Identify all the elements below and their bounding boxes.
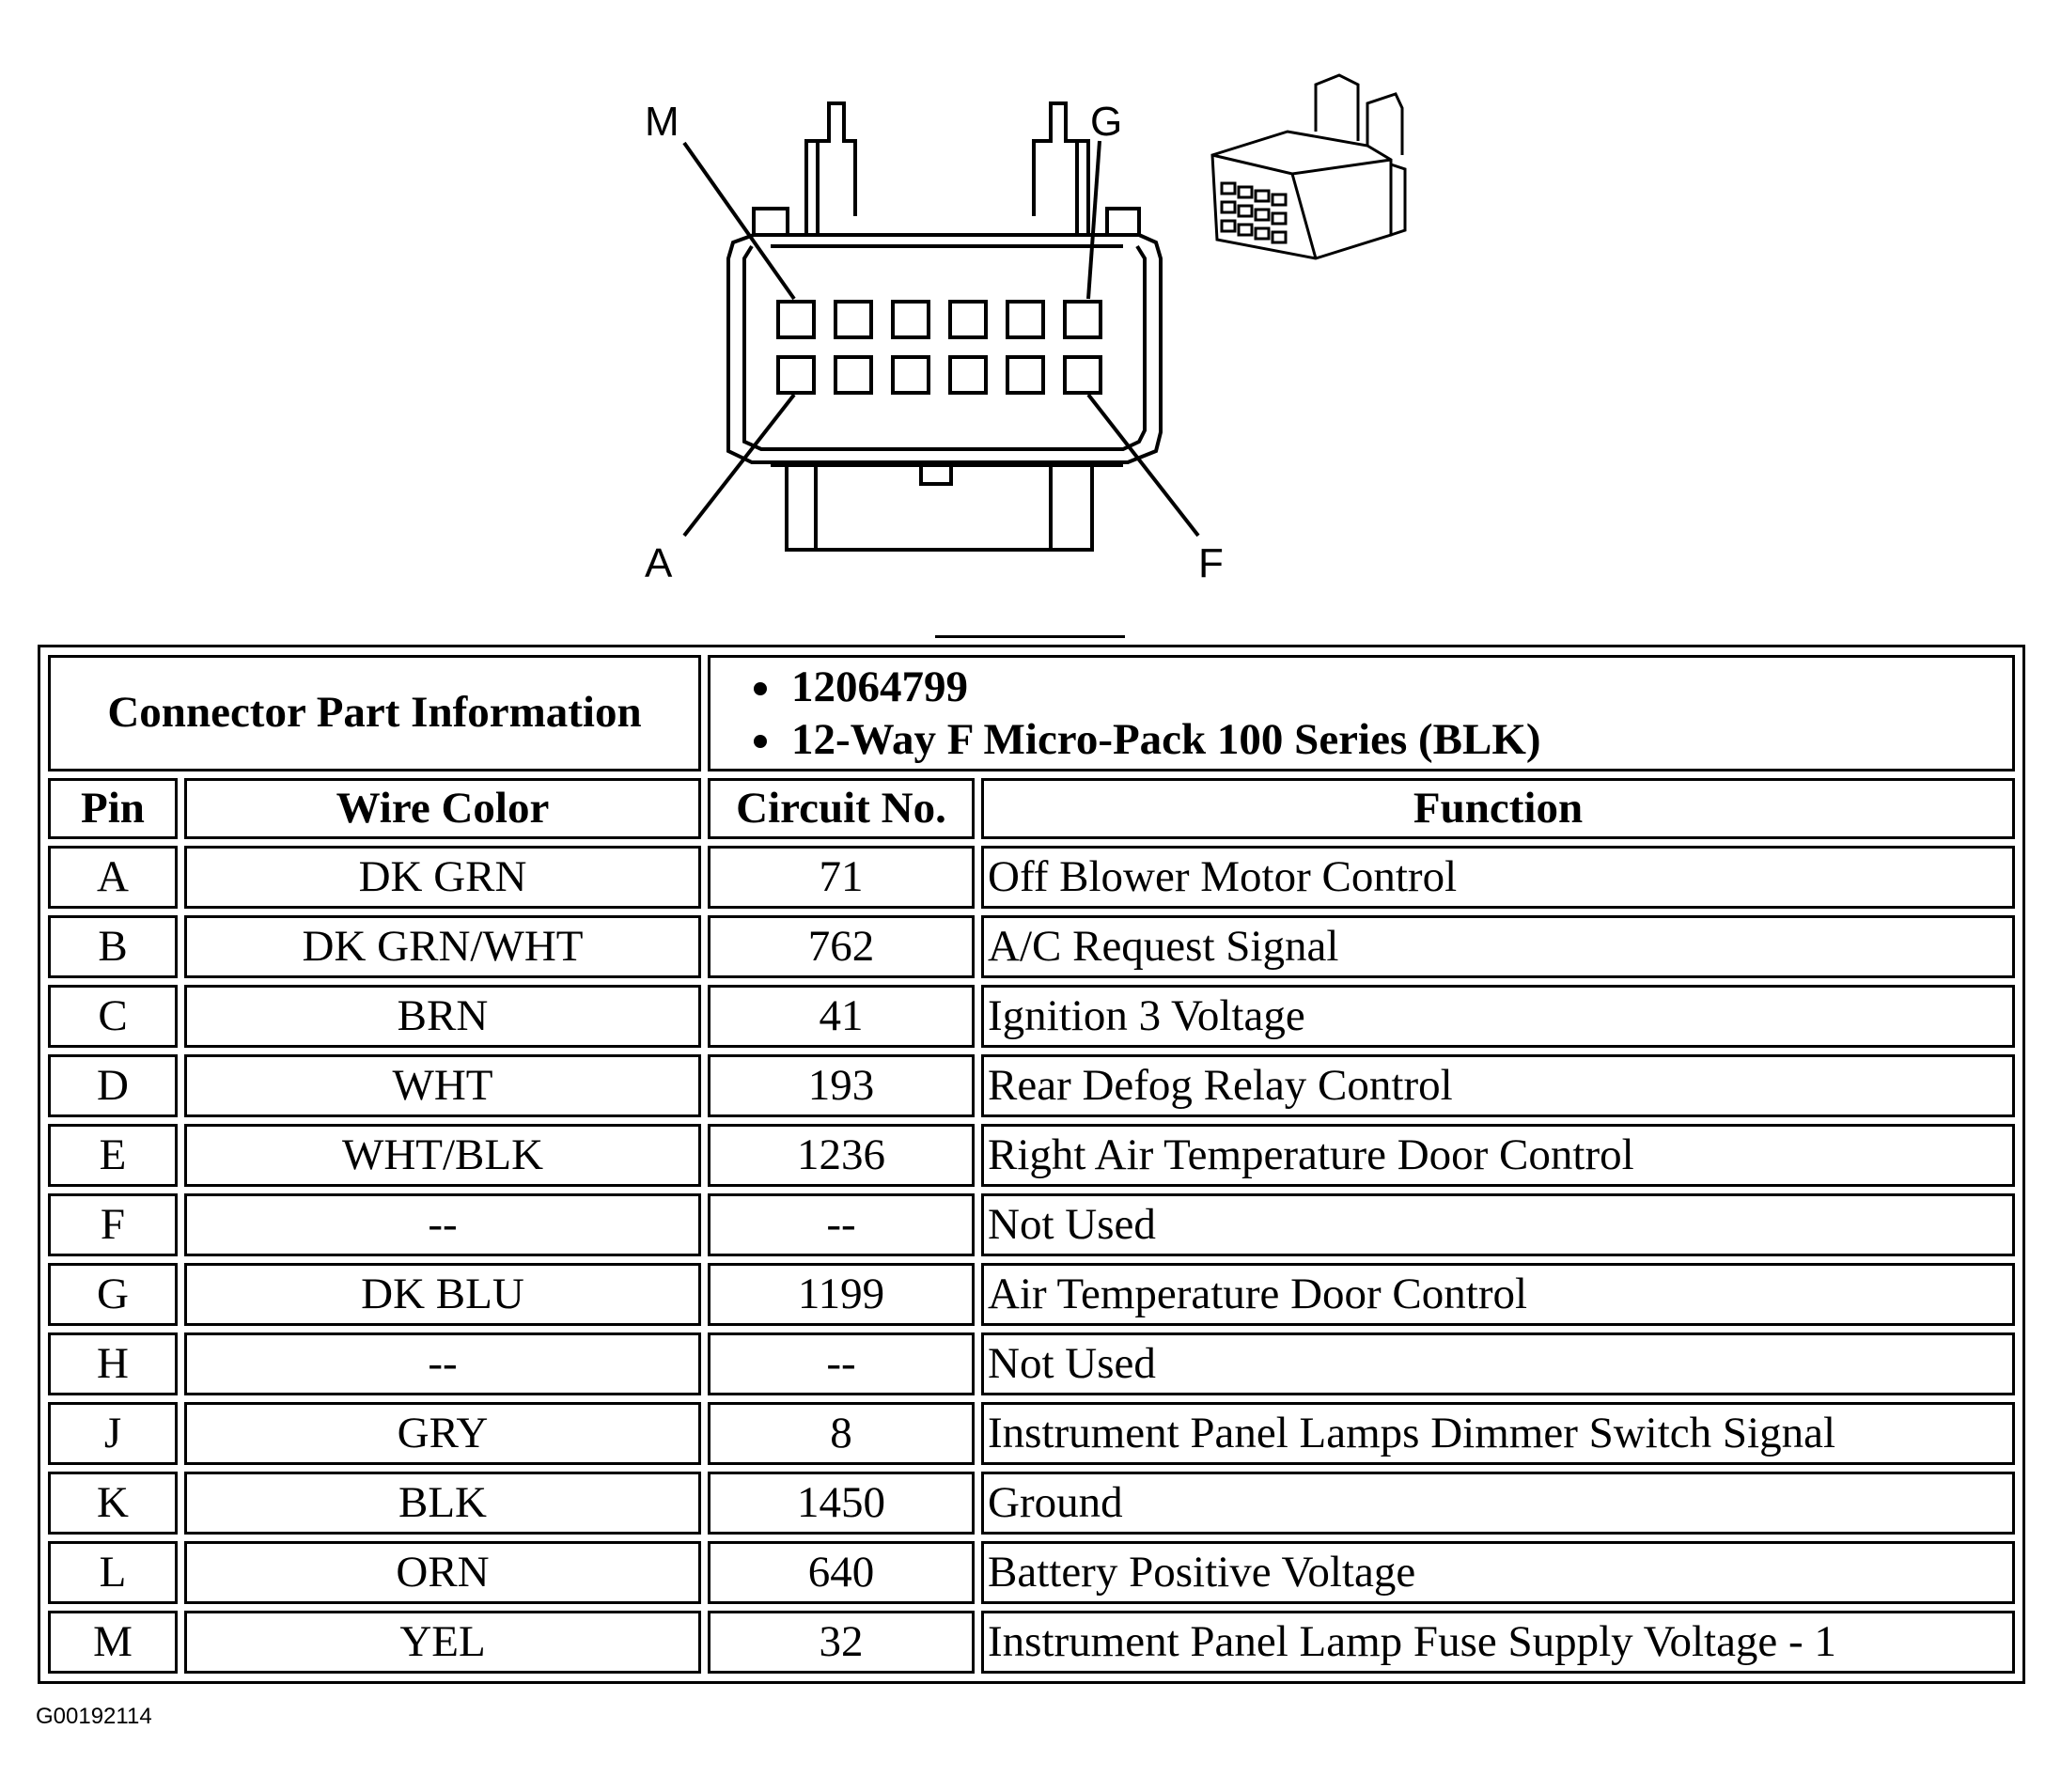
connector-isometric-view bbox=[1210, 73, 1407, 260]
pin-cell: G bbox=[48, 1262, 178, 1326]
wire-color-cell: WHT bbox=[184, 1053, 701, 1117]
header-wire-color: Wire Color bbox=[184, 777, 701, 839]
callout-g: G bbox=[1090, 99, 1123, 145]
left-latch-post bbox=[804, 101, 857, 233]
wire-color-cell: BRN bbox=[184, 984, 701, 1048]
function-cell: Ignition 3 Voltage bbox=[981, 984, 2015, 1048]
circuit-cell: 762 bbox=[708, 914, 975, 978]
circuit-cell: 8 bbox=[708, 1401, 975, 1465]
pin-cell: H bbox=[48, 1332, 178, 1395]
pin-cavity-f bbox=[1063, 355, 1102, 395]
pin-cavity-a bbox=[776, 355, 816, 395]
circuit-cell: -- bbox=[708, 1192, 975, 1256]
leader-line-g bbox=[1086, 140, 1101, 300]
wire-color-cell: ORN bbox=[184, 1540, 701, 1604]
pin-cell: L bbox=[48, 1540, 178, 1604]
wire-color-cell: -- bbox=[184, 1192, 701, 1256]
connector-part-number: 12064799 bbox=[786, 661, 2012, 713]
connector-info-row: Connector Part Information 12064799 12-W… bbox=[48, 655, 2015, 771]
function-cell: Not Used bbox=[981, 1192, 2015, 1256]
header-pin: Pin bbox=[48, 777, 178, 839]
header-circuit-no: Circuit No. bbox=[708, 777, 975, 839]
function-cell: Off Blower Motor Control bbox=[981, 845, 2015, 909]
connector-face-drawing bbox=[682, 73, 1407, 552]
wire-color-cell: YEL bbox=[184, 1610, 701, 1674]
wire-color-cell: DK GRN bbox=[184, 845, 701, 909]
pin-cell: C bbox=[48, 984, 178, 1048]
circuit-cell: -- bbox=[708, 1332, 975, 1395]
pin-cell: D bbox=[48, 1053, 178, 1117]
function-cell: Ground bbox=[981, 1471, 2015, 1535]
table-outer-border bbox=[38, 645, 2025, 1684]
table-row: H----Not Used bbox=[48, 1332, 2015, 1395]
pin-cell: B bbox=[48, 914, 178, 978]
leader-line-m bbox=[682, 141, 796, 301]
wire-color-cell: GRY bbox=[184, 1401, 701, 1465]
circuit-cell: 1199 bbox=[708, 1262, 975, 1326]
pin-cell: F bbox=[48, 1192, 178, 1256]
function-cell: Air Temperature Door Control bbox=[981, 1262, 2015, 1326]
header-function: Function bbox=[981, 777, 2015, 839]
pin-cell: J bbox=[48, 1401, 178, 1465]
table-header-row: Pin Wire Color Circuit No. Function bbox=[48, 777, 2015, 839]
function-cell: Rear Defog Relay Control bbox=[981, 1053, 2015, 1117]
wire-color-cell: DK BLU bbox=[184, 1262, 701, 1326]
callout-f: F bbox=[1198, 540, 1224, 586]
circuit-cell: 32 bbox=[708, 1610, 975, 1674]
function-cell: Instrument Panel Lamp Fuse Supply Voltag… bbox=[981, 1610, 2015, 1674]
function-cell: Right Air Temperature Door Control bbox=[981, 1123, 2015, 1187]
separator-line bbox=[935, 635, 1125, 638]
circuit-cell: 41 bbox=[708, 984, 975, 1048]
connector-housing bbox=[726, 233, 1163, 464]
circuit-cell: 193 bbox=[708, 1053, 975, 1117]
connector-info-values: 12064799 12-Way F Micro-Pack 100 Series … bbox=[708, 655, 2015, 771]
circuit-cell: 1236 bbox=[708, 1123, 975, 1187]
pin-cavity-g bbox=[1063, 300, 1102, 339]
wire-color-cell: DK GRN/WHT bbox=[184, 914, 701, 978]
wire-color-cell: BLK bbox=[184, 1471, 701, 1535]
right-latch-post bbox=[1032, 101, 1090, 233]
pin-cavity-m bbox=[776, 300, 816, 339]
connector-diagram: M G A F bbox=[0, 0, 2061, 620]
wire-color-cell: -- bbox=[184, 1332, 701, 1395]
function-cell: Not Used bbox=[981, 1332, 2015, 1395]
pinout-table: Connector Part Information 12064799 12-W… bbox=[41, 648, 2022, 1680]
connector-info-label: Connector Part Information bbox=[48, 655, 701, 771]
callout-a: A bbox=[645, 540, 673, 586]
connector-description: 12-Way F Micro-Pack 100 Series (BLK) bbox=[786, 713, 2012, 766]
figure-code: G00192114 bbox=[36, 1704, 152, 1729]
circuit-cell: 640 bbox=[708, 1540, 975, 1604]
wire-color-cell: WHT/BLK bbox=[184, 1123, 701, 1187]
pin-cell: E bbox=[48, 1123, 178, 1187]
function-cell: Instrument Panel Lamps Dimmer Switch Sig… bbox=[981, 1401, 2015, 1465]
table-row: F----Not Used bbox=[48, 1192, 2015, 1256]
pin-cell: M bbox=[48, 1610, 178, 1674]
circuit-cell: 71 bbox=[708, 845, 975, 909]
pin-cell: K bbox=[48, 1471, 178, 1535]
function-cell: A/C Request Signal bbox=[981, 914, 2015, 978]
leader-line-f bbox=[1086, 393, 1200, 538]
callout-m: M bbox=[645, 99, 679, 145]
leader-line-a bbox=[682, 393, 796, 538]
function-cell: Battery Positive Voltage bbox=[981, 1540, 2015, 1604]
pin-cell: A bbox=[48, 845, 178, 909]
circuit-cell: 1450 bbox=[708, 1471, 975, 1535]
